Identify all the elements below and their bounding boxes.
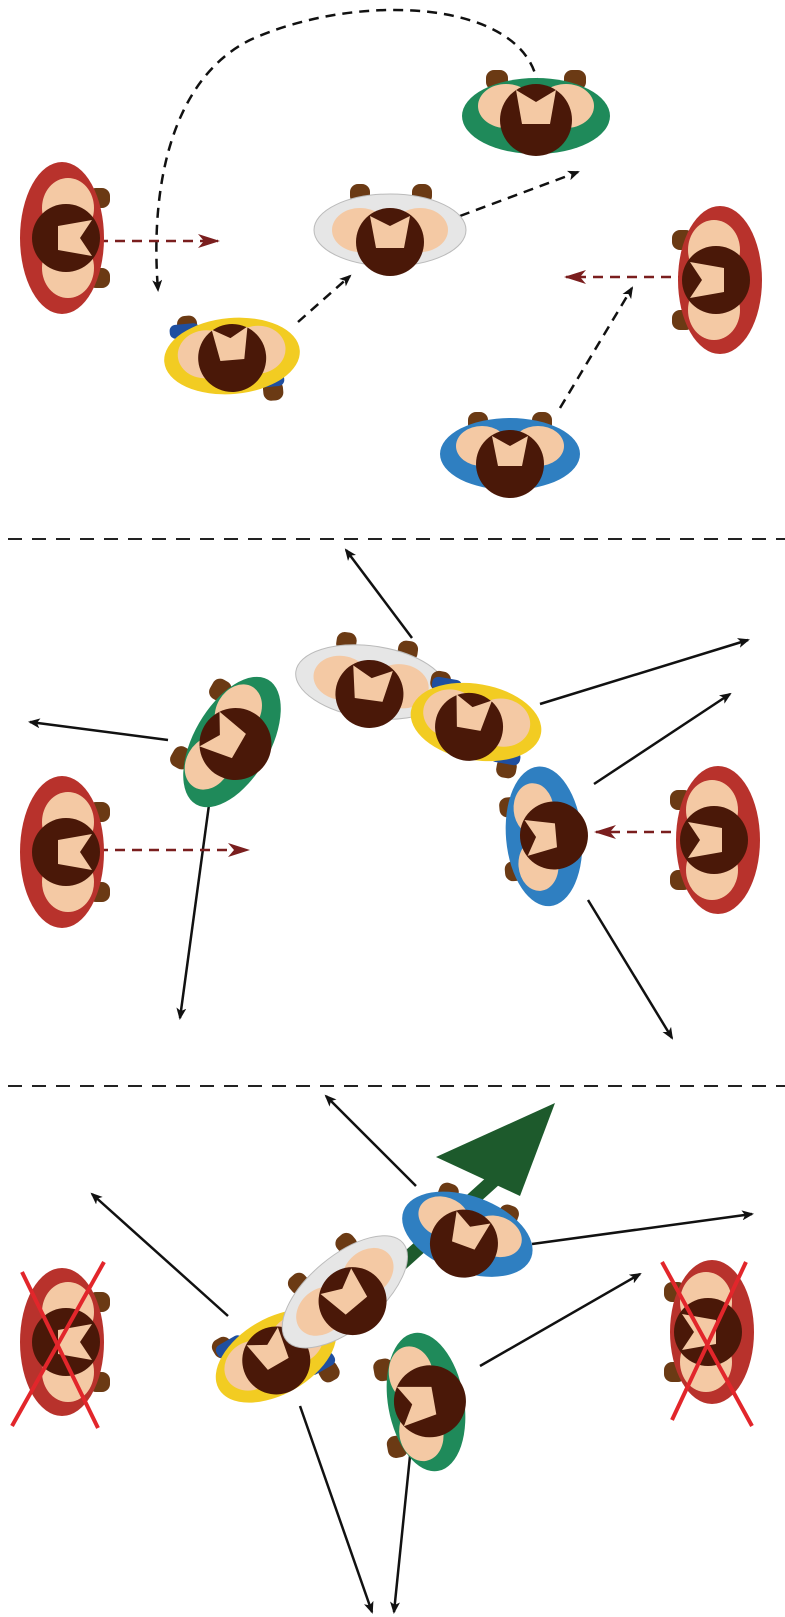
red-defender-left-eliminated bbox=[10, 1261, 110, 1429]
move-arrow-blue-right bbox=[531, 1210, 754, 1246]
move-arrow-yellow-right bbox=[539, 638, 750, 706]
panel-1 bbox=[20, 8, 762, 498]
move-arrow-blue-upright bbox=[593, 692, 732, 786]
white-player bbox=[295, 631, 448, 728]
red-defender-right-eliminated bbox=[660, 1260, 754, 1427]
move-arrow-blue-upleft bbox=[324, 1094, 417, 1187]
red-defender-left bbox=[20, 162, 110, 314]
blue-player bbox=[499, 766, 588, 907]
move-arrow-green-upright bbox=[479, 1272, 642, 1368]
green-player bbox=[373, 1332, 466, 1472]
move-arrow-yellow-upleft bbox=[90, 1192, 229, 1317]
red-defender-left bbox=[20, 776, 110, 928]
move-arrow-blue-downright bbox=[586, 899, 674, 1040]
blue-player bbox=[402, 1182, 533, 1278]
green-player bbox=[170, 676, 281, 808]
pass-arrow-yellow-white bbox=[297, 274, 352, 323]
yellow-player bbox=[164, 315, 300, 401]
move-arrow-green-left bbox=[28, 718, 169, 742]
panel-2 bbox=[20, 548, 760, 1040]
move-arrow-white-up bbox=[344, 548, 413, 639]
move-arrow-yellow-down bbox=[298, 1405, 374, 1614]
red-defender-right bbox=[672, 206, 762, 354]
arc-run-arrow bbox=[152, 8, 540, 292]
green-player bbox=[462, 70, 610, 156]
cross-icon bbox=[660, 1261, 754, 1427]
cross-icon bbox=[10, 1261, 106, 1429]
move-arrow-green-down bbox=[176, 767, 216, 1020]
blue-player bbox=[440, 412, 580, 498]
white-player bbox=[313, 184, 467, 276]
panel-3 bbox=[10, 1094, 754, 1614]
move-arrow-green-down bbox=[390, 1455, 412, 1614]
pass-arrow-blue-up bbox=[558, 286, 634, 409]
red-defender-right bbox=[670, 766, 760, 914]
yellow-player bbox=[410, 670, 542, 779]
white-player bbox=[281, 1232, 409, 1349]
pass-arrow-white-green bbox=[459, 170, 580, 218]
